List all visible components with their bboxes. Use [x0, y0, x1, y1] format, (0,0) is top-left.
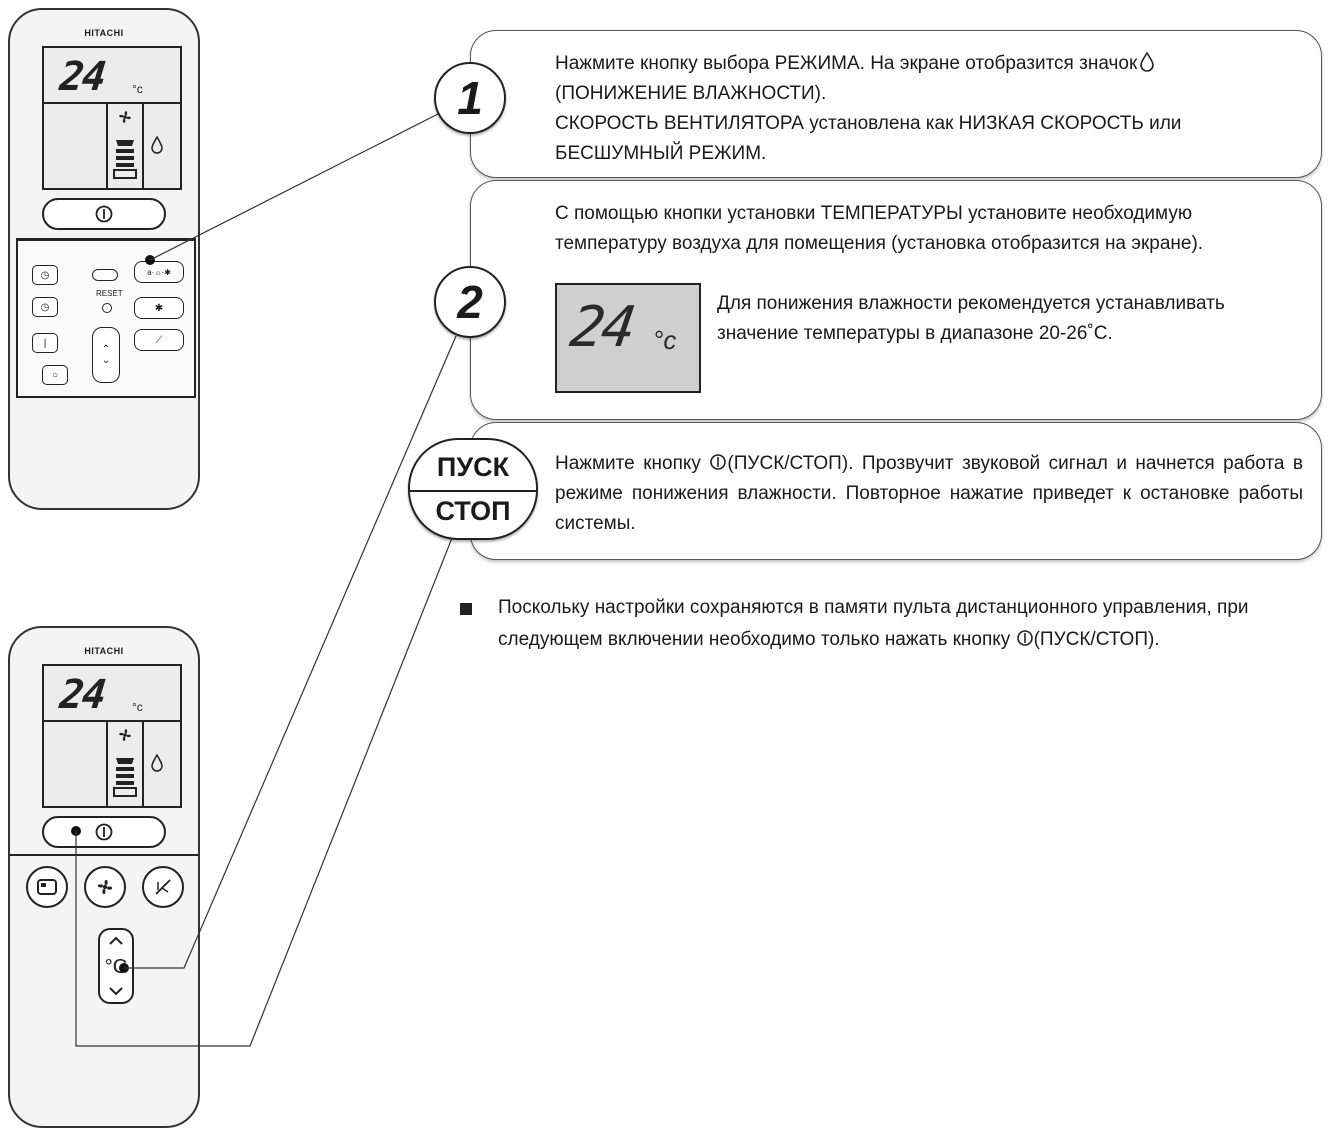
reset-button[interactable]	[102, 303, 112, 313]
memory-note-text: Поскольку настройки сохраняются в памяти…	[498, 592, 1328, 656]
fan-icon	[119, 729, 131, 741]
timer-off-button[interactable]: ◷	[32, 297, 58, 317]
temperature-display-sample: 24 °c	[555, 283, 701, 393]
power-icon	[95, 823, 113, 841]
timer-on-button[interactable]: ◷	[32, 265, 58, 285]
step-3-text: Нажмите кнопку (ПУСК/СТОП). Прозвучит зв…	[555, 449, 1303, 539]
fan-speed-icon	[113, 758, 137, 797]
fan-icon	[97, 879, 113, 895]
step-1-line-1: Нажмите кнопку выбора РЕЖИМА. На экране …	[555, 53, 1138, 74]
mode-button[interactable]	[26, 866, 68, 908]
power-icon	[710, 454, 727, 470]
note-text-after: (ПУСК/СТОП).	[1033, 629, 1160, 650]
bullet-icon	[460, 603, 472, 615]
fan-speed-button[interactable]	[84, 866, 126, 908]
louver-button[interactable]	[142, 866, 184, 908]
fan-speed-icon	[113, 140, 137, 179]
step-2-box: С помощью кнопки установки ТЕМПЕРАТУРЫ у…	[470, 180, 1322, 420]
step-3-text-before: Нажмите кнопку	[555, 453, 710, 474]
lcd-temperature-unit: °c	[132, 82, 143, 96]
remote-button-panel: ◷ ◷ RESET | ○ ⌃⌄ a·☼·✱ ✱ ⟋	[16, 238, 196, 398]
step-3-box: Нажмите кнопку (ПУСК/СТОП). Прозвучит зв…	[470, 422, 1322, 560]
remote-control-top: HITACHI 24 °c ◷ ◷ RESET |	[8, 8, 200, 510]
remote-lcd-display: 24 °c	[42, 664, 182, 808]
step-3-text-after: (ПУСК/СТОП). Прозвучит звуковой сигнал и…	[555, 453, 1303, 534]
step-1-line-3: СКОРОСТЬ ВЕНТИЛЯТОРА установлена как НИЗ…	[555, 113, 1182, 134]
sample-temperature: 24	[566, 295, 638, 360]
on-button[interactable]: |	[32, 333, 58, 353]
lcd-temperature-unit: °c	[132, 700, 143, 714]
sample-temperature-unit: °c	[653, 325, 677, 355]
mode-button[interactable]: a·☼·✱	[134, 261, 184, 283]
temperature-button[interactable]: °C	[98, 928, 134, 1004]
mode-icon	[37, 879, 57, 895]
step-1-line-2: (ПОНИЖЕНИЕ ВЛАЖНОСТИ).	[555, 83, 827, 104]
chevron-down-icon	[109, 987, 123, 996]
fan-speed-button[interactable]: ✱	[134, 297, 184, 319]
step-1-text: Нажмите кнопку выбора РЕЖИМА. На экране …	[555, 49, 1303, 169]
reset-label: RESET	[96, 289, 123, 298]
step-1-badge: 1	[434, 62, 506, 134]
remote-lcd-display: 24 °c	[42, 46, 182, 190]
start-stop-badge-bottom: СТОП	[435, 496, 511, 526]
remote-control-bottom: HITACHI 24 °c	[8, 626, 200, 1128]
step-1-line-4: БЕСШУМНЫЙ РЕЖИМ.	[555, 143, 767, 164]
step-1-box: Нажмите кнопку выбора РЕЖИМА. На экране …	[470, 30, 1322, 178]
brand-logo: HITACHI	[84, 646, 124, 656]
timer-up-down-button[interactable]: ⌃⌄	[92, 327, 120, 383]
power-icon	[1016, 630, 1033, 646]
fan-icon	[119, 111, 131, 123]
off-button[interactable]: ○	[42, 365, 68, 385]
dehumidify-drop-icon	[151, 754, 163, 772]
start-stop-badge-top: ПУСК	[436, 452, 510, 482]
timer-set-button[interactable]	[92, 269, 118, 281]
start-stop-button[interactable]	[42, 198, 166, 230]
lcd-temperature: 24	[57, 672, 107, 718]
louver-icon	[155, 879, 171, 895]
brand-logo: HITACHI	[84, 28, 124, 38]
step-2-hint: Для понижения влажности рекомендуется ус…	[717, 293, 1225, 344]
step-2-text: С помощью кнопки установки ТЕМПЕРАТУРЫ у…	[555, 203, 1204, 254]
dehumidify-drop-icon	[1140, 52, 1155, 72]
lcd-temperature: 24	[57, 54, 107, 100]
step-2-badge: 2	[434, 266, 506, 338]
louver-button[interactable]: ⟋	[134, 329, 184, 351]
start-stop-button[interactable]	[42, 816, 166, 848]
start-stop-badge: ПУСК СТОП	[408, 438, 538, 540]
chevron-up-icon	[109, 936, 123, 945]
dehumidify-drop-icon	[151, 136, 163, 154]
note-text-before: Поскольку настройки сохраняются в памяти…	[498, 597, 1249, 650]
power-icon	[95, 205, 113, 223]
temperature-label: °C	[104, 956, 128, 978]
